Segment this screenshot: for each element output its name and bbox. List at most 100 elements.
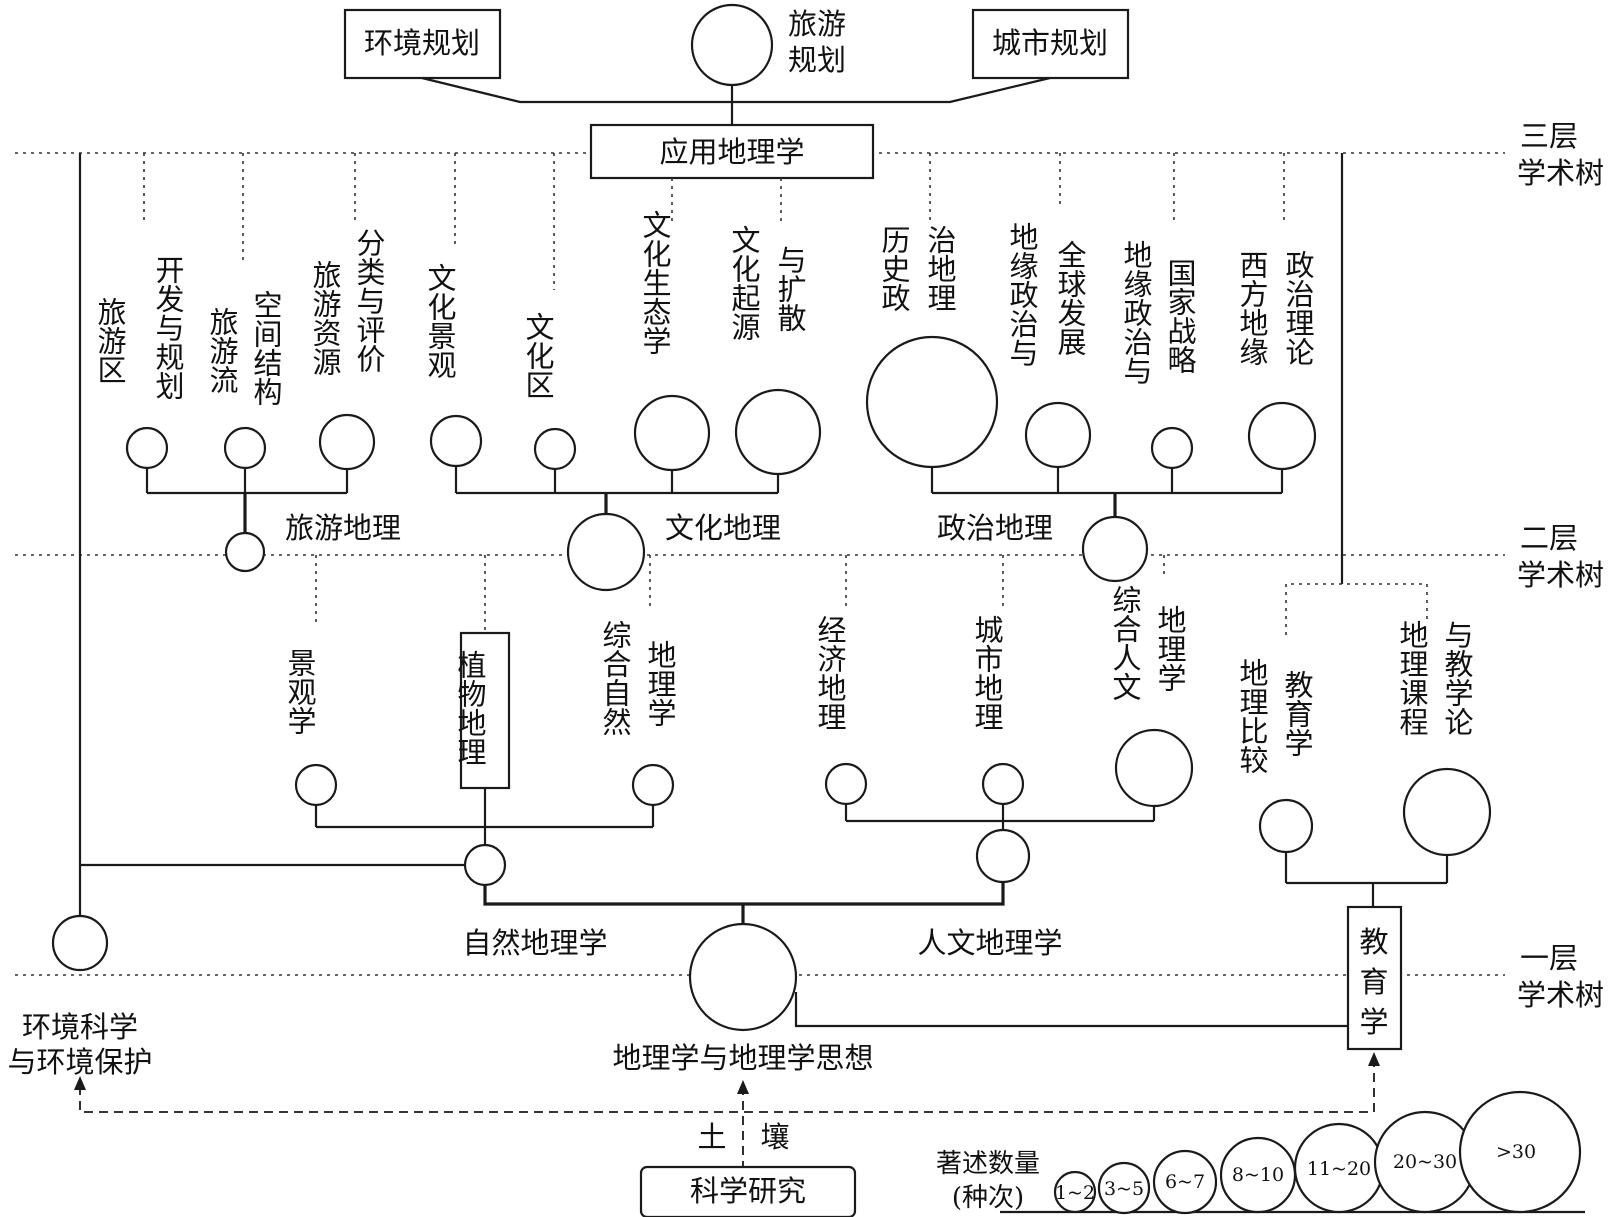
- comparative-education-label-2: 教育学: [1280, 670, 1314, 757]
- geopolitics-national-label-1: 地缘政治与: [1119, 240, 1153, 385]
- political-geography-group: 政治地理 历史政 治地理 地缘政治与 全球发展 地缘政治与 国家战略 西方地缘 …: [865, 222, 1317, 583]
- tourism-geography-node: [224, 531, 266, 573]
- urban-planning-label: 城市规划: [992, 26, 1108, 60]
- western-geopolitics-label-1: 西方地缘: [1235, 250, 1269, 366]
- physical-geography-node: [463, 843, 507, 887]
- legend-bin-2-label: 3~5: [1104, 1178, 1144, 1200]
- legend-bin-1-label: 1~2: [1055, 1182, 1095, 1204]
- base-group: 土 壤 科学研究: [74, 1052, 1380, 1217]
- env-planning-box: [343, 8, 502, 80]
- human-geography-node: [975, 828, 1031, 884]
- tier1-label-line2: 学术树: [1517, 978, 1604, 1012]
- cultural-ecology-node: [633, 394, 711, 472]
- tier2-label-line2: 学术树: [1517, 558, 1604, 592]
- tourism-flow-label-1: 旅游流: [205, 307, 239, 394]
- cultural-landscape-node: [429, 414, 483, 468]
- legend-bin-1-circle: [1053, 1170, 1097, 1214]
- western-geopolitics-node: [1247, 401, 1317, 471]
- landscape-science-node: [294, 763, 338, 807]
- integrated-human-label-2: 地理学: [1153, 605, 1187, 692]
- arrowhead-geography-thought-icon: [737, 1080, 749, 1094]
- soil-label-1: 土: [697, 1120, 726, 1154]
- education-branch-group: 地理比较 教育学 地理课程 与教学论: [1235, 620, 1492, 907]
- western-geopolitics-label-2: 政治理论: [1281, 250, 1315, 366]
- tier3-label-line2: 学术树: [1517, 156, 1604, 190]
- cultural-landscape-label: 文化景观: [423, 263, 457, 379]
- tourism-flow-label-2: 空间结构: [249, 290, 283, 406]
- tourism-planning-label-2: 规划: [788, 43, 846, 77]
- legend-bin-6-label: 20~30: [1393, 1151, 1457, 1173]
- plant-geography-box: [459, 631, 511, 790]
- comparative-education-label-1: 地理比较: [1235, 658, 1269, 774]
- legend-group: 著述数量 (种次) 1~2 3~5 6~7 8~10 11~20 20~30 >…: [936, 1090, 1585, 1215]
- political-geography-label: 政治地理: [937, 511, 1053, 545]
- env-science-node: [51, 914, 109, 972]
- tourism-resources-node: [318, 413, 376, 471]
- env-science-label-2: 与环境保护: [7, 1045, 152, 1079]
- tourism-area-label-1: 旅游区: [93, 297, 127, 384]
- urban-geography-label: 城市地理: [970, 615, 1004, 731]
- historical-political-label-2: 治地理: [923, 225, 957, 312]
- geopolitics-global-label-2: 全球发展: [1053, 240, 1087, 356]
- cultural-geography-group: 文化地理 文化景观 文化区 文化生态学 文化起源 与扩散: [423, 210, 822, 592]
- tourism-area-label-2: 开发与规划: [151, 255, 185, 400]
- plant-geography-label: 植物地理: [453, 650, 487, 766]
- economic-geography-label: 经济地理: [813, 615, 847, 731]
- urban-geography-node: [981, 762, 1025, 806]
- economic-geography-node: [824, 762, 868, 806]
- legend-title-1: 著述数量: [936, 1149, 1040, 1179]
- legend-bin-7-circle: [1458, 1090, 1582, 1214]
- tier3-label-line1: 三层: [1520, 119, 1578, 153]
- integrated-human-label-1: 综合人文: [1108, 585, 1142, 701]
- geopolitics-national-label-2: 国家战略: [1163, 258, 1197, 374]
- political-geography-node: [1081, 515, 1149, 583]
- tier3-dotted-drops: [143, 153, 1285, 290]
- legend-bin-7-label: >30: [1496, 1141, 1536, 1163]
- cultural-origin-label-1: 文化起源: [727, 225, 761, 341]
- arrowhead-env-science-icon: [74, 1076, 86, 1090]
- env-planning-label: 环境规划: [364, 26, 480, 60]
- legend-bin-4-label: 8~10: [1232, 1164, 1284, 1186]
- soil-label-2: 壤: [760, 1120, 789, 1154]
- applied-geography-box: [589, 123, 875, 180]
- cultural-region-node: [533, 427, 577, 471]
- tier2-label-line1: 二层: [1520, 521, 1578, 555]
- tier2-dotted-drops: [315, 555, 1428, 635]
- tourism-flow-node: [223, 426, 267, 470]
- tier1-label-line1: 一层: [1520, 941, 1578, 975]
- pedagogy-box: [1346, 905, 1403, 1051]
- historical-political-label-1: 历史政: [877, 225, 911, 312]
- urban-planning-box: [971, 8, 1130, 80]
- integrated-physical-label-2: 地理学: [643, 640, 677, 727]
- physical-branch-group: 景观学 植物地理 综合自然 地理学: [80, 620, 677, 887]
- tourism-planning-node: [690, 3, 774, 87]
- physical-geography-label: 自然地理学: [462, 926, 607, 960]
- cultural-geography-label: 文化地理: [665, 511, 781, 545]
- cultural-ecology-label: 文化生态学: [638, 210, 672, 355]
- cultural-origin-label-2: 与扩散: [773, 245, 807, 332]
- tourism-resources-label-2: 分类与评价: [352, 228, 386, 373]
- human-branch-group: 经济地理 城市地理 综合人文 地理学: [813, 585, 1194, 884]
- env-science-label-1: 环境科学: [22, 1010, 138, 1044]
- integrated-human-node: [1114, 728, 1194, 808]
- tourism-area-node: [125, 426, 169, 470]
- tourism-resources-label-1: 旅游资源: [308, 260, 342, 376]
- research-box: [639, 1165, 857, 1217]
- applied-geography-label: 应用地理学: [659, 135, 804, 169]
- geopolitics-global-node: [1024, 401, 1092, 469]
- integrated-physical-node: [631, 763, 675, 807]
- integrated-physical-label-1: 综合自然: [598, 620, 632, 736]
- research-label: 科学研究: [690, 1174, 806, 1208]
- human-geography-label: 人文地理学: [917, 926, 1062, 960]
- cultural-geography-node: [566, 512, 646, 592]
- curriculum-teaching-node: [1402, 767, 1492, 857]
- top-section: 环境规划 城市规划 旅游 规划 应用地理学: [78, 3, 1344, 916]
- legend-bin-5-label: 11~20: [1307, 1158, 1371, 1180]
- cultural-region-label: 文化区: [521, 312, 555, 399]
- legend-bin-3-circle: [1152, 1149, 1218, 1215]
- pedagogy-label-1: 教: [1359, 925, 1388, 959]
- geography-thought-node: [688, 922, 798, 1032]
- legend-bin-3-label: 6~7: [1165, 1171, 1205, 1193]
- curriculum-teaching-label-2: 与教学论: [1440, 620, 1474, 736]
